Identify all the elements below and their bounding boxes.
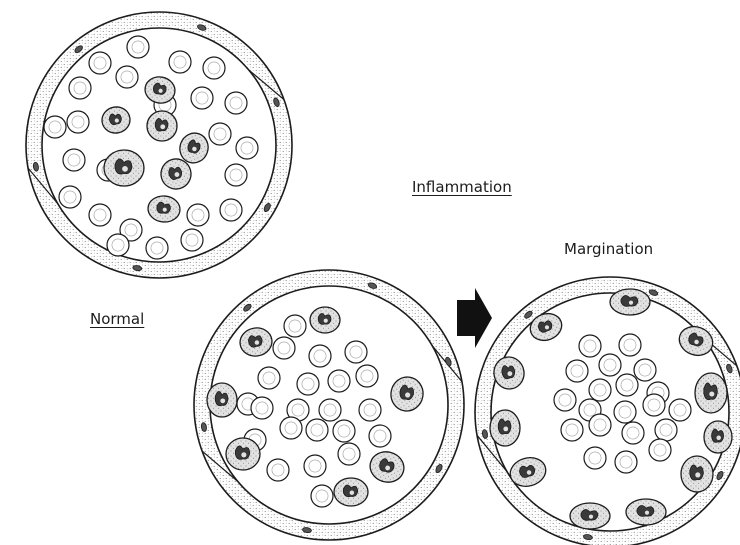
red-blood-cell xyxy=(616,374,638,396)
red-blood-cell xyxy=(187,204,209,226)
red-blood-cell xyxy=(643,394,665,416)
red-blood-cell xyxy=(203,57,225,79)
red-blood-cell xyxy=(359,399,381,421)
red-blood-cell xyxy=(127,36,149,58)
leukocyte xyxy=(388,374,425,413)
leukocyte xyxy=(104,150,144,186)
red-blood-cell xyxy=(273,337,295,359)
leukocyte xyxy=(704,421,732,453)
red-blood-cell xyxy=(225,164,247,186)
red-blood-cell xyxy=(599,354,621,376)
red-blood-cell xyxy=(236,137,258,159)
red-blood-cell xyxy=(181,229,203,251)
leukocyte xyxy=(147,195,181,224)
leukocyte xyxy=(570,503,610,529)
red-blood-cell xyxy=(619,334,641,356)
red-blood-cell xyxy=(258,367,280,389)
red-blood-cell xyxy=(191,87,213,109)
red-blood-cell xyxy=(669,399,691,421)
red-blood-cell xyxy=(89,52,111,74)
label-margination: Margination xyxy=(564,240,653,258)
red-blood-cell xyxy=(579,335,601,357)
red-blood-cell xyxy=(649,439,671,461)
red-blood-cell xyxy=(63,149,85,171)
red-blood-cell xyxy=(116,66,138,88)
red-blood-cell xyxy=(589,379,611,401)
red-blood-cell xyxy=(615,451,637,473)
red-blood-cell xyxy=(356,365,378,387)
red-blood-cell xyxy=(304,455,326,477)
leukocyte xyxy=(626,499,666,525)
red-blood-cell xyxy=(297,373,319,395)
label-normal: Normal xyxy=(90,310,144,328)
red-blood-cell xyxy=(561,419,583,441)
red-blood-cell xyxy=(306,419,328,441)
red-blood-cell xyxy=(280,417,302,439)
red-blood-cell xyxy=(44,116,66,138)
red-blood-cell xyxy=(89,204,111,226)
red-blood-cell xyxy=(655,419,677,441)
red-blood-cell xyxy=(169,51,191,73)
leukocyte xyxy=(610,289,650,315)
label-inflammation: Inflammation xyxy=(412,178,512,196)
red-blood-cell xyxy=(209,123,231,145)
leukocyte xyxy=(490,410,520,446)
red-blood-cell xyxy=(220,199,242,221)
red-blood-cell xyxy=(338,443,360,465)
leukocyte xyxy=(100,105,132,135)
leukocyte xyxy=(695,373,727,413)
red-blood-cell xyxy=(146,237,168,259)
leukocyte xyxy=(147,111,177,141)
red-blood-cell xyxy=(284,315,306,337)
red-blood-cell xyxy=(369,425,391,447)
red-blood-cell xyxy=(309,345,331,367)
leukocyte xyxy=(238,325,274,358)
leukocyte xyxy=(334,478,368,506)
red-blood-cell xyxy=(554,389,576,411)
leukocyte xyxy=(310,307,340,333)
red-blood-cell xyxy=(622,422,644,444)
vessel-wall xyxy=(475,277,740,545)
leukocyte xyxy=(226,438,260,470)
red-blood-cell xyxy=(614,401,636,423)
red-blood-cell xyxy=(107,234,129,256)
right-arrow-icon xyxy=(457,288,492,348)
red-blood-cell xyxy=(69,77,91,99)
red-blood-cell xyxy=(251,397,273,419)
red-blood-cell xyxy=(589,414,611,436)
red-blood-cell xyxy=(345,341,367,363)
vessel-marginated xyxy=(475,277,740,545)
red-blood-cell xyxy=(225,92,247,114)
red-blood-cell xyxy=(584,447,606,469)
red-blood-cell xyxy=(267,459,289,481)
red-blood-cell xyxy=(634,359,656,381)
red-blood-cell xyxy=(566,360,588,382)
red-blood-cell xyxy=(67,111,89,133)
red-blood-cell xyxy=(59,186,81,208)
leukocyte xyxy=(207,383,237,417)
red-blood-cell xyxy=(333,420,355,442)
red-blood-cell xyxy=(319,399,341,421)
leukocyte xyxy=(681,456,713,492)
leukocyte xyxy=(367,448,408,486)
red-blood-cell xyxy=(311,485,333,507)
red-blood-cell xyxy=(328,370,350,392)
